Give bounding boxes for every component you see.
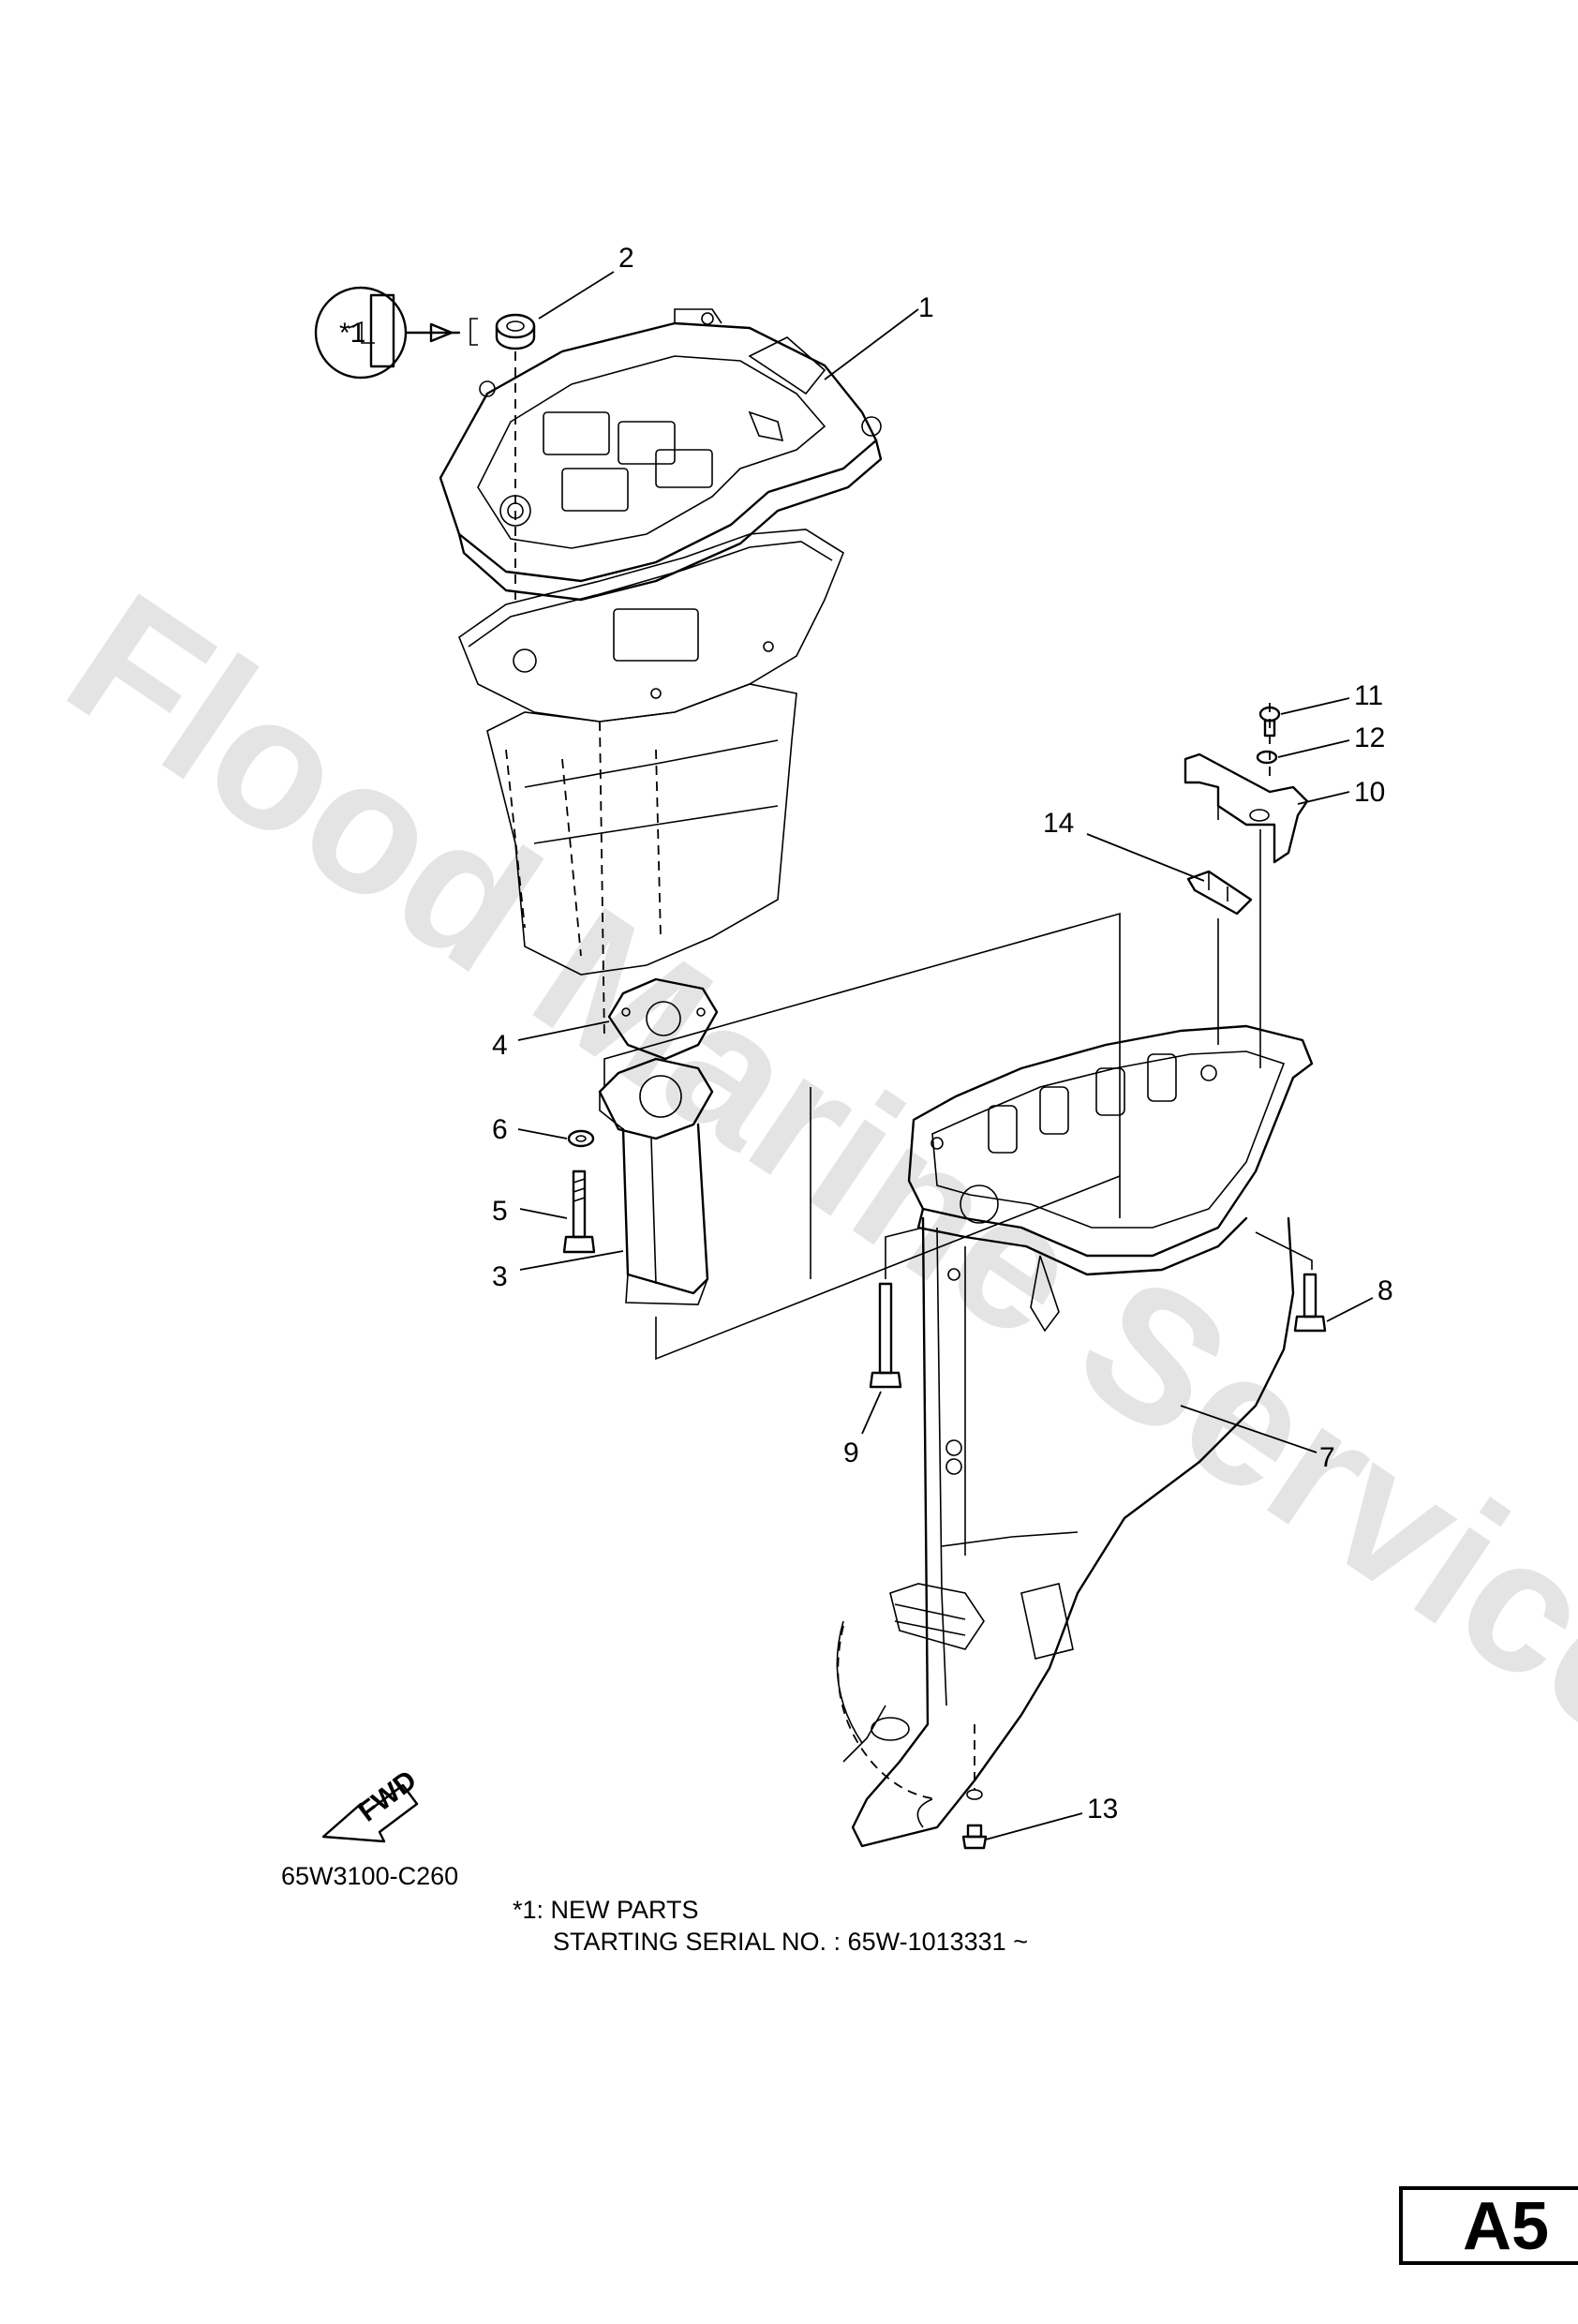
part-7-upper-casing xyxy=(836,1024,1314,1848)
svg-text:6: 6 xyxy=(492,1114,508,1145)
part-14-bracket-piece xyxy=(1186,870,1253,916)
part-13-bolt xyxy=(961,1789,988,1850)
callout-3: 3 xyxy=(492,1250,624,1292)
svg-text:1: 1 xyxy=(918,292,934,323)
svg-text:11: 11 xyxy=(1354,680,1383,711)
svg-text:8: 8 xyxy=(1377,1275,1393,1306)
svg-text:2: 2 xyxy=(618,243,634,274)
upper-gasket xyxy=(458,529,844,723)
callout-2: 2 xyxy=(538,243,634,320)
part-1-upper-casing-plate xyxy=(439,308,883,602)
assembly-bracket-top xyxy=(603,912,1121,1218)
callout-9: 9 xyxy=(843,1391,882,1468)
part-5-bolt xyxy=(562,1169,596,1254)
svg-text:4: 4 xyxy=(492,1030,508,1061)
callout-12: 12 xyxy=(1277,723,1385,758)
callout-5: 5 xyxy=(492,1196,568,1227)
new-parts-note: *1: NEW PARTS xyxy=(513,1896,699,1924)
page-tag: A5 xyxy=(1399,2186,1578,2265)
part-11-screw xyxy=(1258,706,1281,737)
part-3-exhaust-tube xyxy=(598,1057,714,1305)
callout-7: 7 xyxy=(1180,1405,1335,1473)
callout-8: 8 xyxy=(1326,1275,1393,1322)
svg-text:12: 12 xyxy=(1354,723,1385,753)
foot-outline-dash xyxy=(837,1625,938,1800)
part-8-bolt xyxy=(1293,1273,1327,1333)
oil-pan-casting xyxy=(486,683,797,976)
callout-11: 11 xyxy=(1280,680,1383,715)
callout-1: 1 xyxy=(824,292,934,380)
serial-number-note: STARTING SERIAL NO. : 65W-1013331 ~ xyxy=(553,1928,1028,1956)
detail-circle-new-part: *1 xyxy=(314,286,478,380)
svg-text:10: 10 xyxy=(1354,777,1385,808)
assembly-line-left xyxy=(514,351,605,1041)
svg-text:7: 7 xyxy=(1319,1442,1335,1473)
svg-text:9: 9 xyxy=(843,1438,859,1468)
fwd-direction-arrow: FWD xyxy=(321,1765,423,1843)
detail-mark-label: *1 xyxy=(339,318,365,349)
callout-10: 10 xyxy=(1297,777,1385,808)
callout-4: 4 xyxy=(492,1020,610,1061)
svg-text:3: 3 xyxy=(492,1261,508,1292)
part-2-oil-seal xyxy=(495,313,536,350)
part-9-bolt xyxy=(869,1282,902,1389)
svg-text:14: 14 xyxy=(1043,808,1074,839)
callout-14: 14 xyxy=(1043,808,1205,882)
part-12-washer xyxy=(1256,750,1278,765)
svg-text:13: 13 xyxy=(1087,1794,1118,1825)
part-10-bracket xyxy=(1184,752,1309,864)
fwd-label: FWD xyxy=(352,1765,422,1827)
svg-text:5: 5 xyxy=(492,1196,508,1227)
watermark-text: Flood Marine Services xyxy=(34,554,1578,1840)
callout-6: 6 xyxy=(492,1114,568,1145)
callout-13: 13 xyxy=(985,1794,1118,1840)
part-6-washer xyxy=(567,1129,595,1148)
diagram-code: 65W3100-C260 xyxy=(281,1862,459,1890)
